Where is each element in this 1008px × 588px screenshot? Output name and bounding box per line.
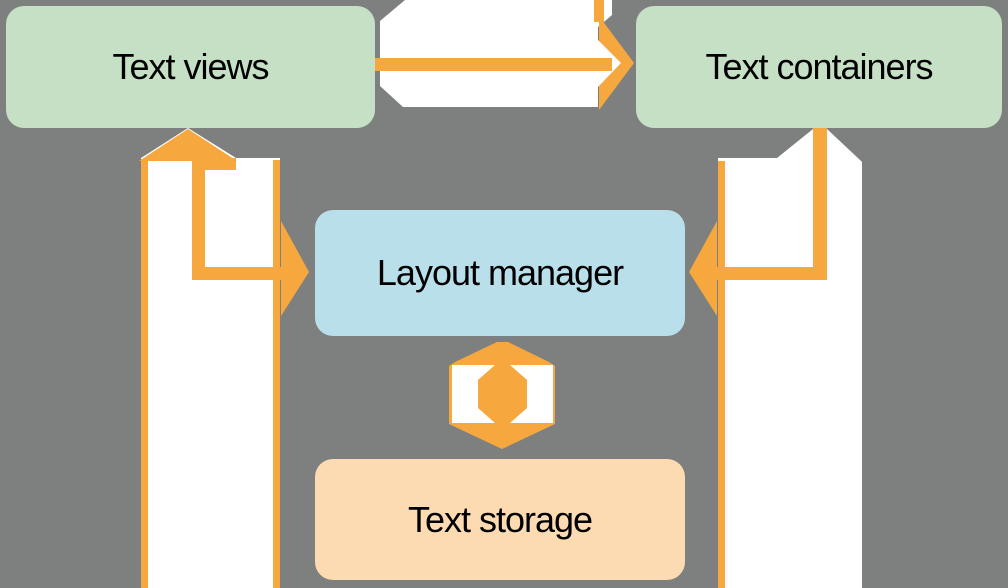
node-layout-manager: Layout manager	[315, 210, 685, 336]
node-text-storage: Text storage	[315, 459, 685, 580]
node-text-views: Text views	[6, 6, 375, 128]
node-text-containers-label: Text containers	[705, 46, 933, 87]
node-text-containers: Text containers	[636, 6, 1002, 128]
node-text-storage-label: Text storage	[407, 498, 593, 540]
arrow-text-views-to-text-containers	[375, 0, 634, 110]
node-layout-manager-label: Layout manager	[376, 252, 624, 293]
arrow-layout-manager-text-storage	[449, 342, 555, 449]
arrow-text-views-layout-manager	[139, 128, 309, 588]
node-text-views-label: Text views	[112, 46, 269, 87]
arrow-text-containers-layout-manager	[689, 128, 862, 588]
